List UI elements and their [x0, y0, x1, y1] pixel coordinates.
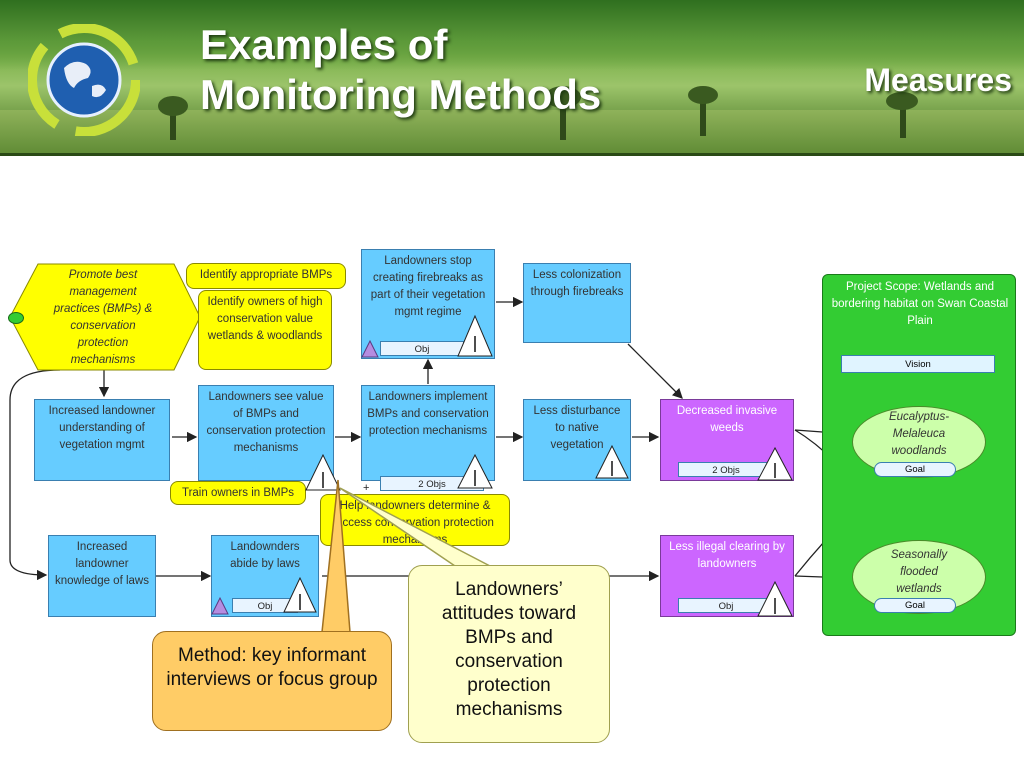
obj-bar: Obj: [380, 341, 464, 356]
result-stop-firebreaks[interactable]: Landowners stop creating firebreaks as p…: [361, 249, 495, 359]
strategy-label: Promote best management practices (BMPs)…: [53, 269, 153, 366]
purple-marker-icon: [361, 339, 379, 358]
goal-pill: Goal: [874, 598, 956, 613]
strategy-badge-icon: [8, 312, 24, 324]
action-identify-bmps[interactable]: Identify appropriate BMPs: [186, 263, 346, 289]
attitude-callout: Landowners’ attitudes toward BMPs and co…: [408, 565, 610, 743]
method-callout: Method: key informant interviews or focu…: [152, 631, 392, 731]
obj-bar: Obj: [678, 598, 774, 613]
header-sky: [0, 0, 1024, 70]
attitude-callout-pointer: [339, 487, 491, 567]
plus-icon: +: [363, 482, 369, 494]
result-increased-knowledge[interactable]: Increased landowner knowledge of laws: [48, 535, 156, 617]
slide-header: Examples of Monitoring Methods Measures: [0, 0, 1024, 156]
purple-marker-icon: [211, 596, 229, 615]
goal-pill: Goal: [874, 462, 956, 477]
tree-canopy-icon: [158, 96, 188, 116]
header-divider: [0, 153, 1024, 156]
tree-icon: [170, 110, 176, 140]
tree-canopy-icon: [545, 86, 581, 108]
tree-canopy-icon: [688, 86, 718, 104]
recycling-globe-logo: [28, 24, 140, 136]
slide-title: Examples of Monitoring Methods: [200, 20, 601, 120]
tree-icon: [700, 98, 706, 136]
arrow-strategy-to-knowledge: [9, 369, 61, 581]
tree-icon: [560, 100, 566, 140]
title-line-2: Monitoring Methods: [200, 71, 602, 118]
method-callout-pointer: [321, 479, 351, 633]
result-increased-understanding[interactable]: Increased landowner understanding of veg…: [34, 399, 170, 481]
tree-canopy-icon: [886, 92, 918, 110]
objs-bar: 2 Objs: [678, 462, 774, 477]
action-identify-owners[interactable]: Identify owners of high conservation val…: [198, 290, 332, 370]
result-see-value[interactable]: Landowners see value of BMPs and conserv…: [198, 385, 334, 481]
tree-icon: [900, 104, 906, 138]
scope-title: Project Scope: Wetlands and bordering ha…: [831, 281, 1009, 327]
section-label: Measures: [864, 62, 1012, 98]
result-less-colonization[interactable]: Less colonization through firebreaks: [523, 263, 631, 343]
action-train-owners[interactable]: Train owners in BMPs: [170, 481, 306, 505]
title-line-1: Examples of: [200, 21, 448, 68]
target-wetlands-label: Seasonally flooded wetlands: [890, 549, 948, 595]
arrow-colonization-to-weeds: [627, 343, 683, 399]
vision-bar: Vision: [841, 355, 995, 373]
target-woodlands-label: Eucalyptus-Melaleuca woodlands: [888, 411, 950, 457]
